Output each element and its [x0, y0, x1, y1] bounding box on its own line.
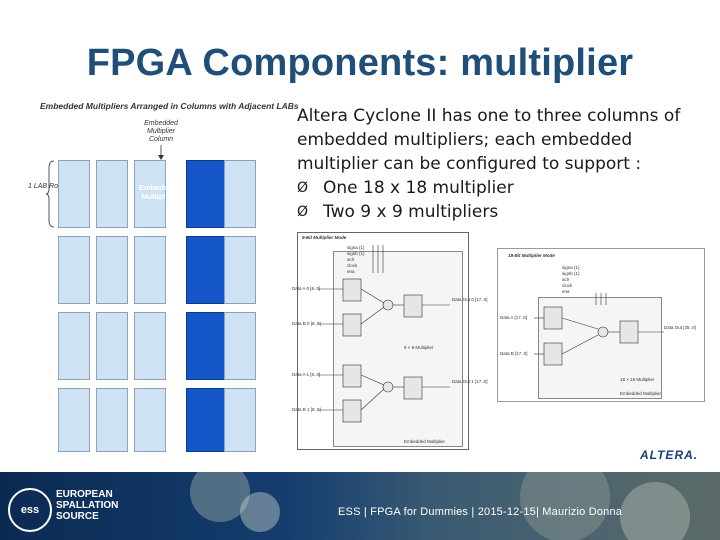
- nine-bit-mode-label: 9-Bit Multiplier Mode: [302, 235, 347, 240]
- output-label: Data Out 0 [17..0]: [452, 297, 488, 302]
- footer-band: ess EUROPEAN SPALLATION SOURCE ESS | FPG…: [0, 472, 720, 540]
- arrow-bullet-icon: Ø: [297, 180, 309, 196]
- signal-label: clock: [562, 283, 573, 288]
- bullet-text: Two 9 x 9 multipliers: [323, 202, 499, 222]
- signal-label: signa (1): [347, 245, 365, 250]
- footer-text: ESS | FPGA for Dummies | 2015-12-15| Mau…: [338, 506, 623, 518]
- bullet-item: Ø Two 9 x 9 multipliers: [297, 200, 707, 224]
- signal-label: aclr: [562, 277, 570, 282]
- bullet-text: One 18 x 18 multiplier: [323, 178, 514, 198]
- block-label: 18 × 18 Multiplier: [620, 377, 655, 382]
- organization-name: EUROPEAN SPALLATION SOURCE: [56, 489, 118, 522]
- organization-line: EUROPEAN: [56, 489, 113, 500]
- decorative-image: [190, 472, 250, 522]
- input-label: Data A 0 [8..0]: [292, 286, 321, 291]
- signal-label: signb (1): [562, 271, 580, 276]
- output-label: Data Out 1 [17..0]: [452, 379, 488, 384]
- multiplier-cell: [186, 312, 226, 380]
- decorative-image: [520, 472, 610, 540]
- lab-row-label: 1 LAB Row: [28, 183, 64, 190]
- input-label: Data A 1 [8..0]: [292, 372, 321, 377]
- multiplier-cell-label: Embedded Multiplier: [138, 183, 178, 201]
- nine-bit-mode-diagram: 9-Bit Multiplier Mode signa (1) signb (1…: [292, 232, 488, 450]
- lab-cell: [224, 236, 256, 304]
- altera-logo: ALTERA.: [640, 448, 699, 462]
- eighteen-bit-mode-label: 18-Bit Multiplier Mode: [508, 253, 555, 258]
- slide-title: FPGA Components: multiplier: [86, 42, 634, 84]
- bullet-item: Ø One 18 x 18 multiplier: [297, 176, 707, 200]
- signal-label: aclr: [347, 257, 355, 262]
- organization-line: SPALLATION: [56, 500, 119, 511]
- body-intro: Altera Cyclone II has one to three colum…: [297, 106, 681, 174]
- lab-cell: [134, 236, 166, 304]
- arrow-bullet-icon: Ø: [297, 204, 309, 220]
- lab-cell: [58, 160, 90, 228]
- column-arrow-icon: [158, 145, 164, 160]
- nine-bit-wiring: [318, 245, 450, 423]
- lab-cell: [134, 388, 166, 452]
- block-label: 9 × 9 Multiplier: [404, 345, 434, 350]
- lab-cell: [96, 388, 128, 452]
- decorative-image: [620, 482, 690, 540]
- multiplier-cell: [186, 160, 226, 228]
- lab-cell: [96, 160, 128, 228]
- lab-cell: [224, 312, 256, 380]
- lab-cell: [134, 160, 166, 228]
- signal-label: ena: [347, 269, 355, 274]
- lab-cell: [96, 312, 128, 380]
- signal-label: signb (1): [347, 251, 365, 256]
- signal-label: clock: [347, 263, 358, 268]
- lab-cell: [224, 388, 256, 452]
- block-footer-label: Embedded Multiplier: [620, 391, 662, 396]
- lab-cell: [58, 312, 90, 380]
- lab-row-brace-icon: [46, 160, 55, 228]
- lab-cell: [224, 160, 256, 228]
- eighteen-bit-wiring: [534, 293, 664, 366]
- lab-cell: [58, 236, 90, 304]
- figure-caption: Embedded Multipliers Arranged in Columns…: [40, 101, 299, 111]
- signal-label: ena: [562, 289, 570, 294]
- slide-body: Altera Cyclone II has one to three colum…: [297, 104, 707, 224]
- column-label: Embedded Multiplier Column: [144, 120, 178, 143]
- footer-background: [0, 472, 720, 540]
- lab-cell: [134, 312, 166, 380]
- output-label: Data Out [35..0]: [664, 325, 696, 330]
- organization-line: SOURCE: [56, 511, 99, 522]
- input-label: Data B 1 [8..0]: [292, 407, 321, 412]
- input-label: Data B [17..0]: [500, 351, 528, 356]
- lab-cell: [96, 236, 128, 304]
- input-label: Data B 0 [8..0]: [292, 321, 321, 326]
- decorative-image: [240, 492, 280, 532]
- multiplier-cell: [186, 388, 226, 452]
- multiplier-cell: [186, 236, 226, 304]
- input-label: Data A [17..0]: [500, 315, 528, 320]
- eighteen-bit-mode-diagram: 18-Bit Multiplier Mode signa (1) signb (…: [497, 248, 705, 402]
- block-footer-label: Embedded Multiplier: [404, 439, 446, 444]
- ess-logo: ess: [8, 488, 52, 532]
- lab-cell: [58, 388, 90, 452]
- signal-label: signa (1): [562, 265, 580, 270]
